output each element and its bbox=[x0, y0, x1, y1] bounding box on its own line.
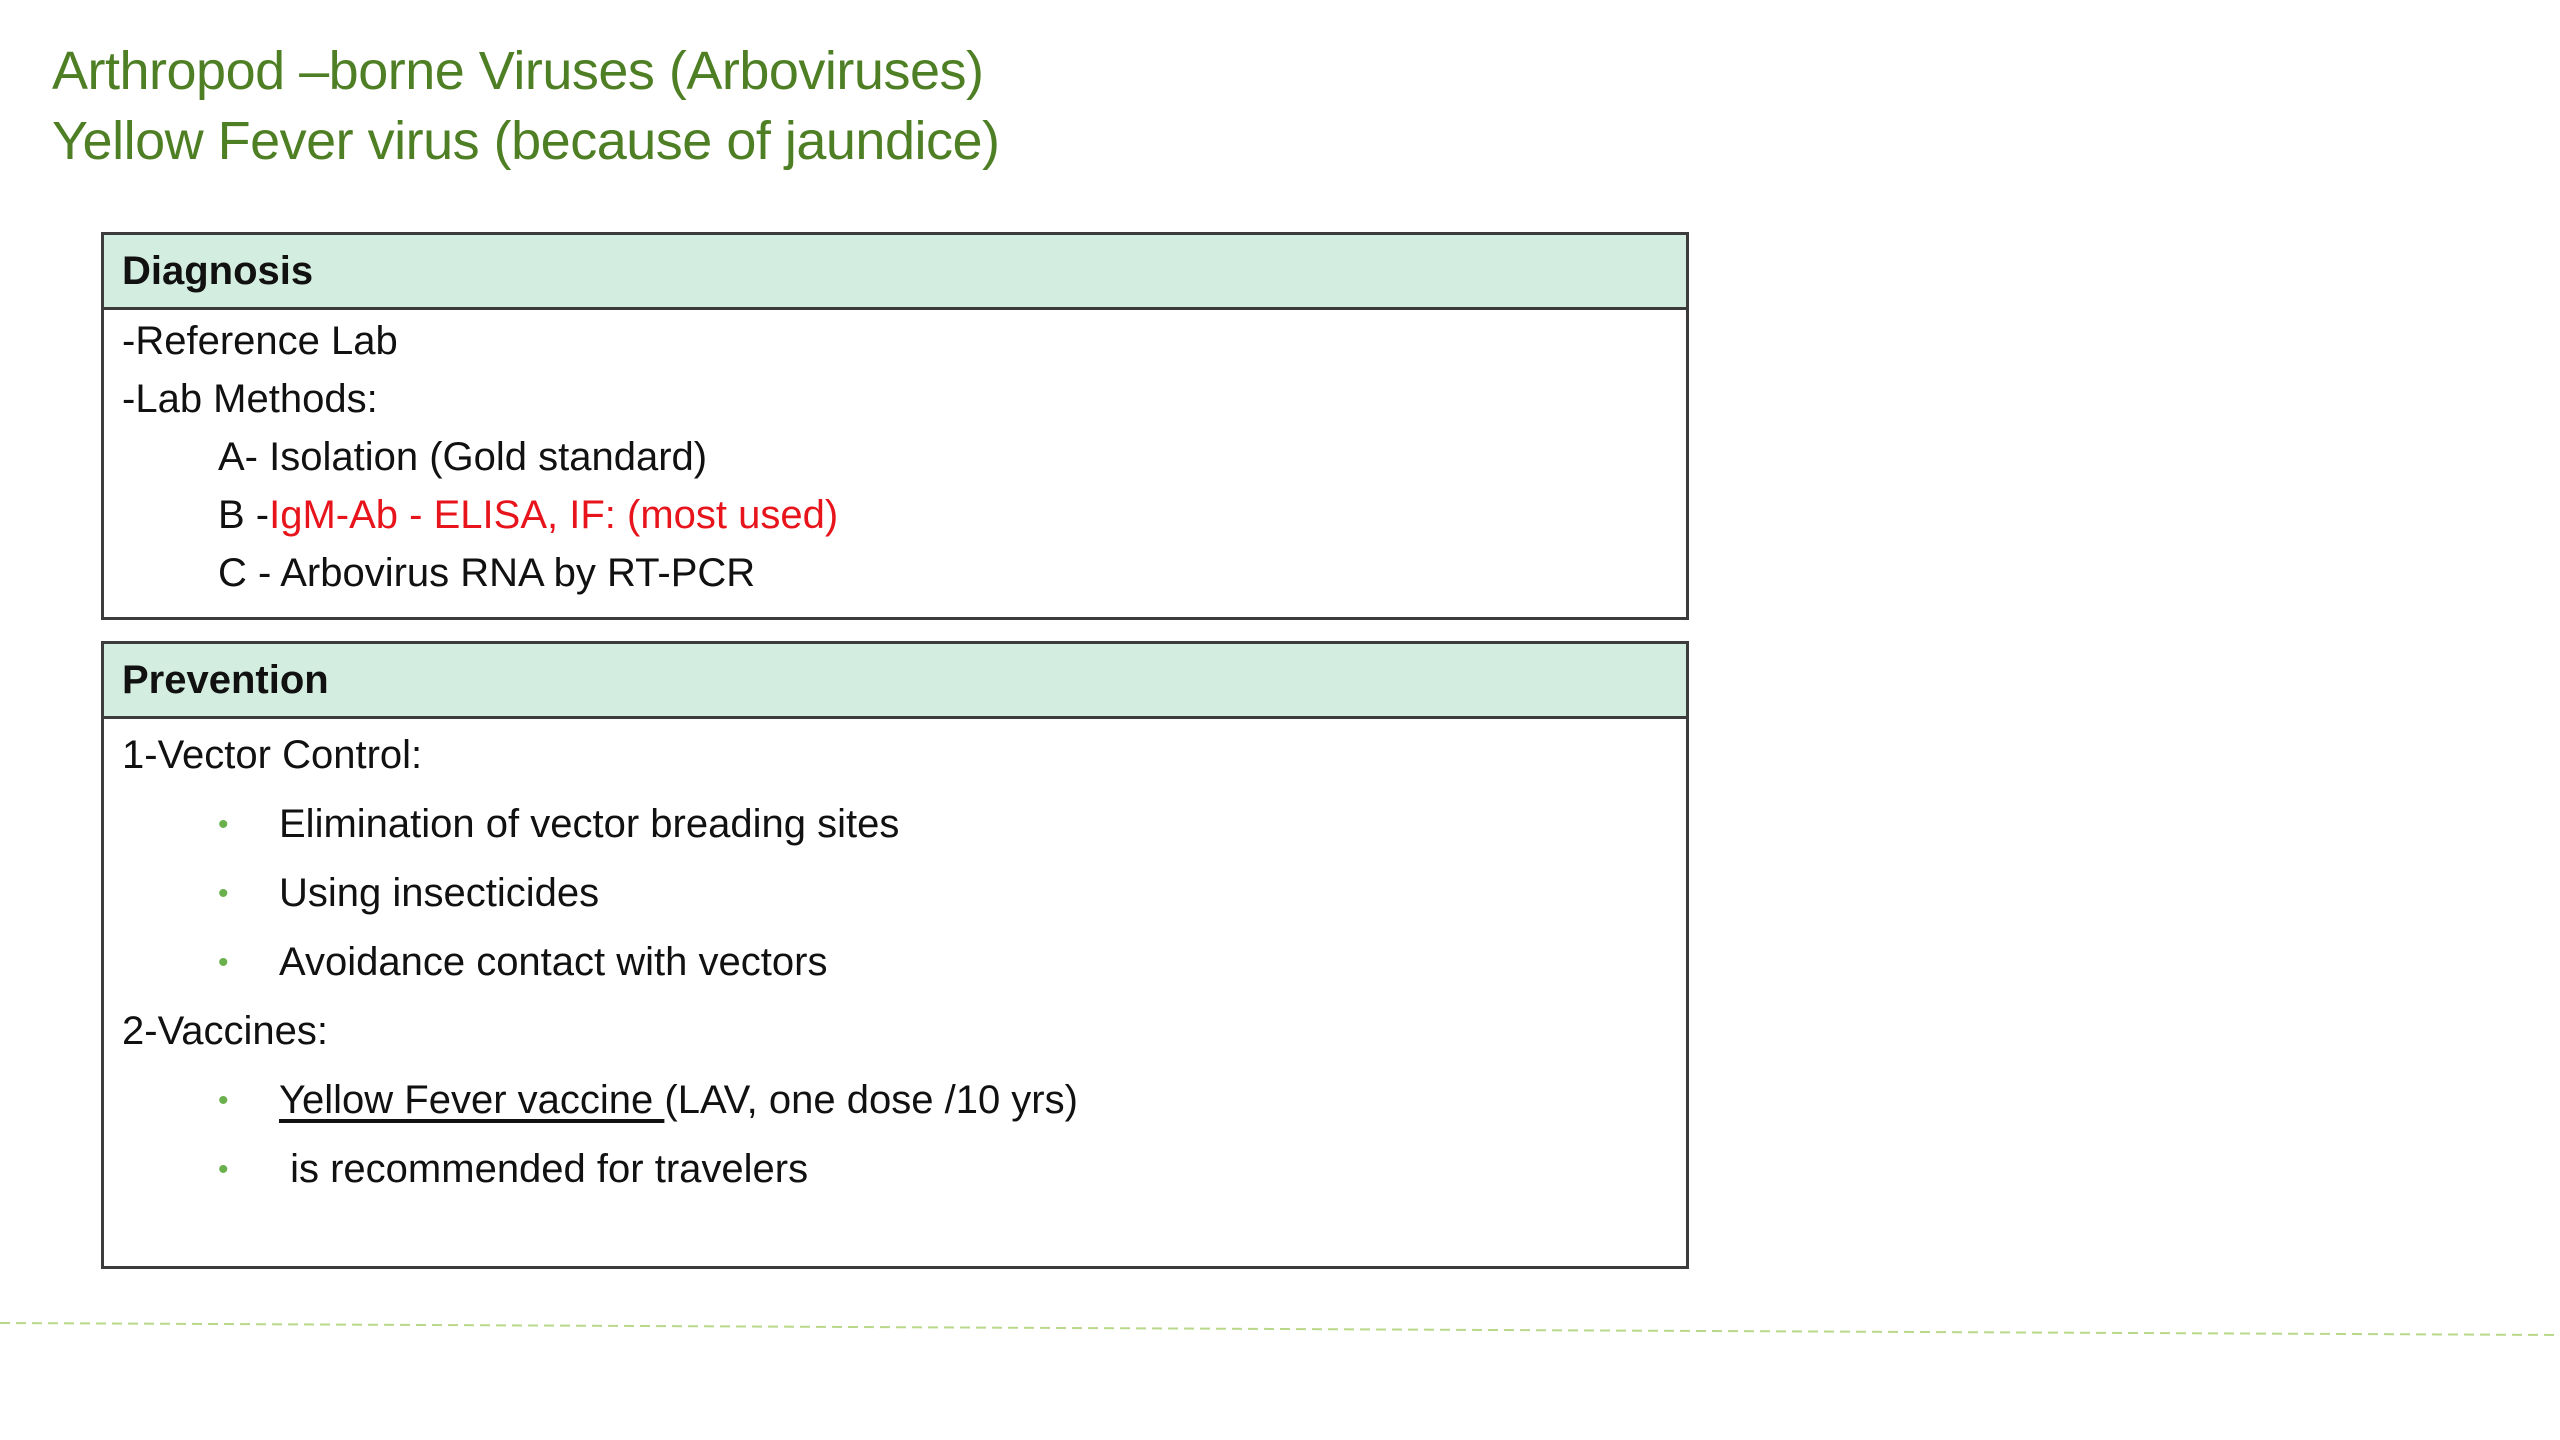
slide-title-line-2: Yellow Fever virus (because of jaundice) bbox=[52, 111, 1000, 171]
vaccine-name: Yellow Fever vaccine bbox=[279, 1078, 665, 1122]
diagnosis-box: Diagnosis -Reference Lab -Lab Methods: A… bbox=[101, 232, 1689, 620]
slide-title-line-1: Arthropod –borne Viruses (Arboviruses) bbox=[52, 41, 984, 101]
method-b-highlight: IgM-Ab - ELISA, IF: (most used) bbox=[269, 493, 839, 537]
bullet-icon: • bbox=[218, 1153, 229, 1186]
vaccines-label: 2-Vaccines: bbox=[122, 1009, 329, 1053]
diagnosis-body: -Reference Lab -Lab Methods: A- Isolatio… bbox=[104, 310, 1686, 602]
vector-control-label: 1-Vector Control: bbox=[122, 733, 423, 777]
list-item-text: is recommended for travelers bbox=[279, 1147, 809, 1191]
prevention-body: 1-Vector Control: • Elimination of vecto… bbox=[104, 719, 1686, 1204]
list-item: • Elimination of vector breading sites bbox=[122, 790, 1686, 859]
method-b-prefix: B - bbox=[218, 493, 270, 537]
list-item-text: Elimination of vector breading sites bbox=[279, 802, 900, 846]
footer-divider bbox=[0, 1322, 2560, 1336]
bullet-icon: • bbox=[218, 946, 229, 979]
list-item: • is recommended for travelers bbox=[122, 1135, 1686, 1204]
bullet-icon: • bbox=[218, 877, 229, 910]
lab-methods-line: -Lab Methods: bbox=[122, 377, 378, 421]
prevention-box: Prevention 1-Vector Control: • Eliminati… bbox=[101, 641, 1689, 1269]
prevention-header: Prevention bbox=[104, 644, 1686, 719]
method-c-line: C - Arbovirus RNA by RT-PCR bbox=[218, 551, 756, 595]
list-item: • Avoidance contact with vectors bbox=[122, 928, 1686, 997]
diagnosis-header: Diagnosis bbox=[104, 235, 1686, 310]
list-item-text: Using insecticides bbox=[279, 871, 600, 915]
method-a-line: A- Isolation (Gold standard) bbox=[218, 435, 708, 479]
bullet-icon: • bbox=[218, 808, 229, 841]
method-b-line: B -IgM-Ab - ELISA, IF: (most used) bbox=[122, 486, 1686, 544]
vaccine-details: (LAV, one dose /10 yrs) bbox=[664, 1078, 1078, 1122]
slide-title: Arthropod –borne Viruses (Arboviruses) Y… bbox=[52, 36, 1000, 176]
list-item: • Using insecticides bbox=[122, 859, 1686, 928]
list-item: • Yellow Fever vaccine (LAV, one dose /1… bbox=[122, 1066, 1686, 1135]
list-item-text: Avoidance contact with vectors bbox=[279, 940, 828, 984]
bullet-icon: • bbox=[218, 1084, 229, 1117]
reference-lab-line: -Reference Lab bbox=[122, 319, 398, 363]
